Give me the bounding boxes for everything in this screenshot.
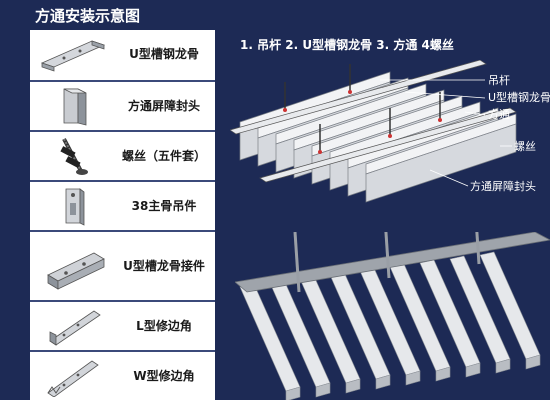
photo-baffle-end [465,362,481,378]
component-label: W型修边角 [133,369,195,383]
baffle-side [365,123,517,203]
photo-rod [293,232,301,293]
photo-baffle-end [405,370,421,386]
callout-end-cap: 方通屏障封头 [470,180,536,193]
component-row-w-trim: W型修边角 [30,350,215,400]
component-label: U型槽钢龙骨 [129,47,199,61]
photo-baffle-end [285,386,301,400]
callout-screw: 螺丝 [514,140,536,153]
hanging-rods [283,64,442,154]
photo-keel [235,232,550,293]
u-channel-keels [230,60,517,183]
photo-baffle-end [375,374,391,390]
page-title: 方通安装示意图 [35,7,141,25]
component-label: 38主骨吊件 [131,199,197,213]
screw [438,118,442,122]
component-row-end-cap: 方通屏障封头 [30,80,215,130]
component-row-screw-set: 螺丝（五件套） [30,130,215,180]
photo-baffle-end [495,358,511,374]
photo-rod [384,232,391,279]
photo-baffle-end [315,382,331,398]
callout-keel: U型槽钢龙骨 [488,91,550,104]
photo-baffle-end [345,378,361,394]
component-row-hanger: 38主骨吊件 [30,180,215,230]
main-keel-hanger-icon [65,188,85,226]
screw [318,150,322,154]
component-row-connector: U型槽龙骨接件 [30,230,215,300]
keel-rail [230,60,487,135]
ceiling-schematic [230,60,517,203]
photo-rods [293,232,481,293]
callout-tube: 方通 [488,108,510,121]
callout-rod: 吊杆 [488,74,510,87]
keel-rail [259,107,517,183]
photo-rod [475,232,481,265]
w-trim-angle-icon [47,360,99,397]
photo-baffles [239,251,541,400]
screw [388,134,392,138]
screw [283,108,287,112]
component-panel: U型槽钢龙骨 方通屏障封头 螺丝（五件套） [30,30,215,400]
component-row-l-trim: L型修边角 [30,300,215,350]
leader-lines [380,79,512,187]
keel-connector-icon [47,252,105,290]
component-row-u-channel: U型槽钢龙骨 [30,30,215,80]
component-label: L型修边角 [136,319,192,333]
end-cap-icon [63,88,87,126]
component-label: 方通屏障封头 [127,99,200,113]
photo-baffle-end [435,366,451,382]
component-label: 螺丝（五件套） [121,149,206,163]
installed-ceiling-photo [235,232,550,400]
u-channel-keel-icon [40,40,106,72]
component-label: U型槽龙骨接件 [123,259,205,273]
diagram-header: 1. 吊杆 2. U型槽钢龙骨 3. 方通 4螺丝 [240,38,454,52]
photo-baffle-end [525,354,541,370]
screw-set-icon [60,138,88,175]
l-trim-angle-icon [49,310,101,346]
screw [348,90,352,94]
